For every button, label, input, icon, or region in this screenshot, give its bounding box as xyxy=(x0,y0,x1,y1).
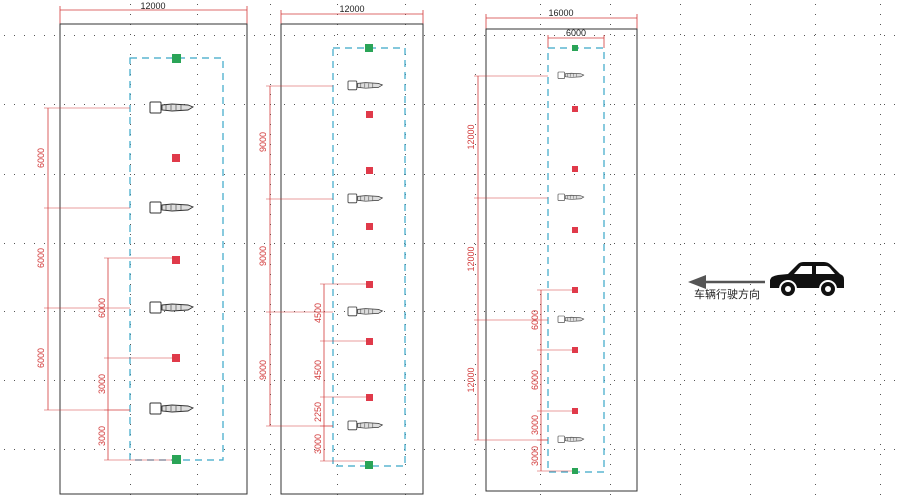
panel-1-camera-marker xyxy=(172,154,180,162)
camera-device-icon xyxy=(149,201,195,214)
panel-3-inner-dim-label: 3000 xyxy=(530,415,540,435)
panel-1-outer-dim-label: 6000 xyxy=(36,348,46,368)
panel-2-inner-dim-label: 4500 xyxy=(313,360,323,380)
panel-2-top-width-label: 12000 xyxy=(339,4,364,14)
panel-2-end-marker-bottom xyxy=(365,461,373,469)
panel-3-camera-marker xyxy=(572,287,578,293)
panel-3-top-width-label: 16000 xyxy=(548,8,573,18)
panel-3-end-marker-top xyxy=(572,45,578,51)
camera-device-icon xyxy=(557,435,585,443)
panel-3-boundary xyxy=(485,28,638,492)
panel-2-camera-marker xyxy=(366,394,373,401)
camera-device-icon xyxy=(347,80,384,91)
panel-1-inner-dim-label: 6000 xyxy=(97,298,107,318)
direction-legend: 车辆行驶方向 xyxy=(688,262,844,301)
panel-1-end-marker-top xyxy=(172,54,181,63)
camera-device-icon xyxy=(557,71,585,79)
panel-3: 16000 6000 12000 12000 12000 6000 6000 xyxy=(466,8,638,492)
panel-1: 12000 6000 6000 6000 6000 3000 3000 xyxy=(36,1,248,495)
camera-device-icon xyxy=(149,101,195,114)
panel-3-inner-dim-label: 6000 xyxy=(530,370,540,390)
panel-2-camera-marker xyxy=(366,338,373,345)
panel-3-outer-dim-label: 12000 xyxy=(466,246,476,271)
panel-1-camera-marker xyxy=(172,256,180,264)
panel-1-end-marker-bottom xyxy=(172,455,181,464)
camera-device-icon xyxy=(347,420,384,431)
dot-grid xyxy=(4,4,895,495)
panel-2-inner-dim-label: 4500 xyxy=(313,303,323,323)
panel-2-inner-dim-label: 3000 xyxy=(313,434,323,454)
left-arrow-icon xyxy=(688,275,765,289)
direction-label: 车辆行驶方向 xyxy=(694,287,760,301)
camera-device-icon xyxy=(149,301,195,314)
camera-device-icon xyxy=(347,306,384,317)
panel-3-end-marker-bottom xyxy=(572,468,578,474)
camera-device-icon xyxy=(347,193,384,204)
panel-1-inner-dim-label: 3000 xyxy=(97,426,107,446)
panel-2-camera-marker xyxy=(366,167,373,174)
panel-3-outer-dim-label: 12000 xyxy=(466,367,476,392)
panel-3-inner-width-label: 6000 xyxy=(566,28,586,38)
panel-2-lane xyxy=(332,47,406,467)
panel-1-outer-dim-label: 6000 xyxy=(36,148,46,168)
panel-3-camera-marker xyxy=(572,166,578,172)
panel-3-inner-dim-label: 6000 xyxy=(530,310,540,330)
panel-2-camera-marker xyxy=(366,281,373,288)
panel-3-camera-marker xyxy=(572,408,578,414)
panel-3-inner-dim-label: 3000 xyxy=(530,446,540,466)
panel-2-outer-dim-label: 9000 xyxy=(258,246,268,266)
camera-device-icon xyxy=(149,402,195,415)
panel-3-camera-marker xyxy=(572,106,578,112)
panel-2-camera-marker xyxy=(366,223,373,230)
panel-3-outer-dim-label: 12000 xyxy=(466,124,476,149)
panel-3-camera-marker xyxy=(572,347,578,353)
panel-2-camera-marker xyxy=(366,111,373,118)
panel-2-boundary xyxy=(280,23,424,495)
panel-1-inner-dim-label: 3000 xyxy=(97,374,107,394)
camera-device-icon xyxy=(557,315,585,323)
panel-1-camera-marker xyxy=(172,354,180,362)
panel-2-outer-dim-label: 9000 xyxy=(258,360,268,380)
panel-2-inner-dim-label: 2250 xyxy=(313,402,323,422)
panel-2-outer-dim-label: 9000 xyxy=(258,132,268,152)
car-icon xyxy=(770,262,844,298)
panel-2-end-marker-top xyxy=(365,44,373,52)
panel-2: 12000 9000 9000 9000 4500 4500 2250 3000 xyxy=(258,4,424,495)
panel-1-boundary xyxy=(59,23,248,495)
panel-1-outer-dim-label: 6000 xyxy=(36,248,46,268)
panel-1-top-width-label: 12000 xyxy=(140,1,165,11)
camera-device-icon xyxy=(557,193,585,201)
panel-3-camera-marker xyxy=(572,227,578,233)
